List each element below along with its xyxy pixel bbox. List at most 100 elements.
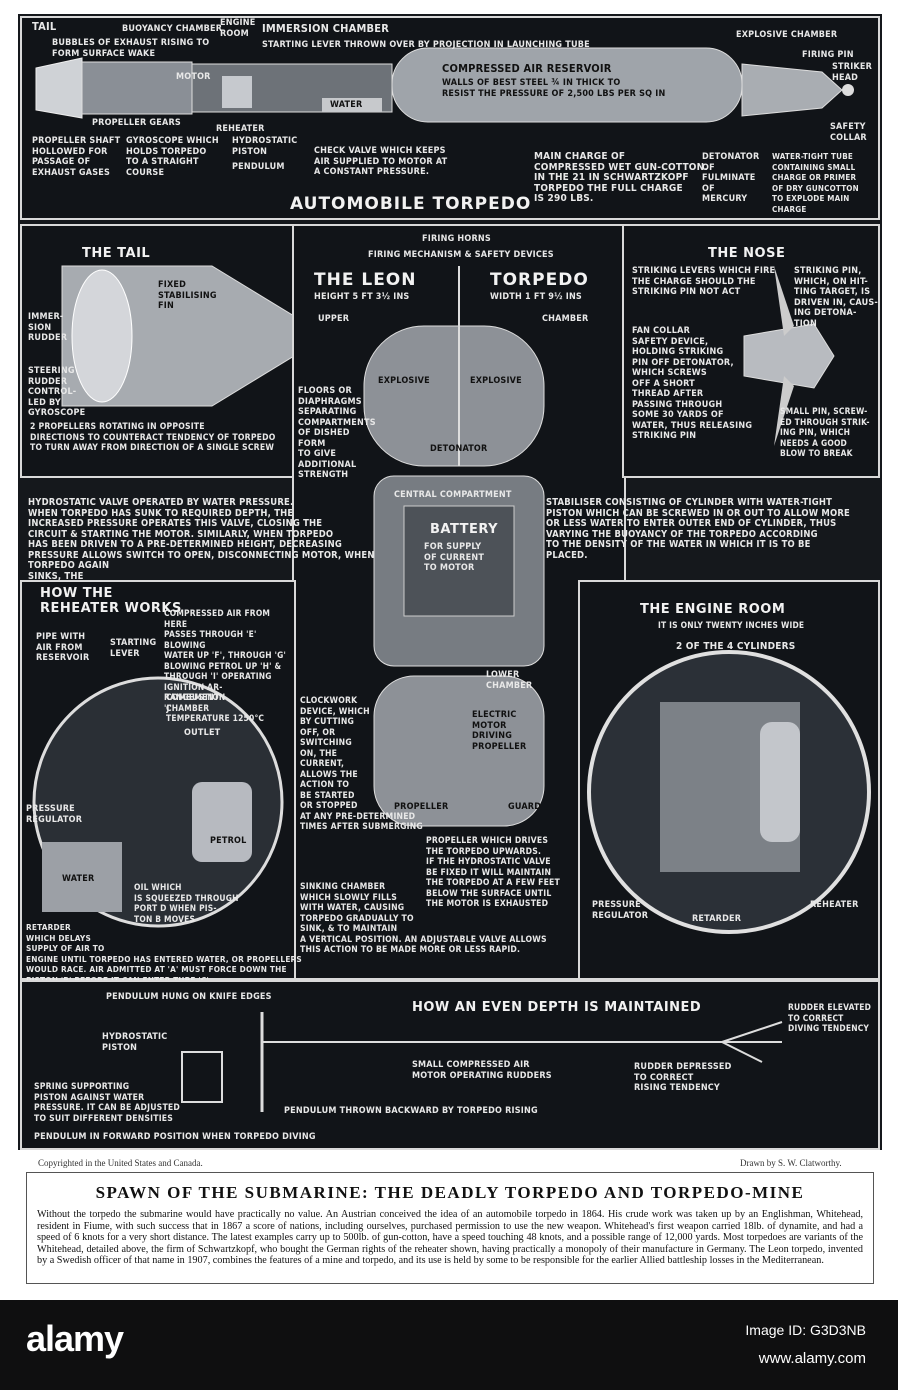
engine-room-title: THE ENGINE ROOM bbox=[640, 602, 786, 617]
engine-room-panel: THE ENGINE ROOM IT IS ONLY TWENTY INCHES… bbox=[578, 580, 880, 980]
compressed-air-label: COMPRESSED AIR FROM HERE PASSES THROUGH … bbox=[164, 608, 287, 713]
reheater-label: REHEATER bbox=[216, 124, 265, 134]
firing-pin-label: FIRING PIN bbox=[802, 50, 854, 60]
engine-room-subtitle: IT IS ONLY TWENTY INCHES WIDE bbox=[658, 620, 805, 630]
nose-panel: THE NOSE STRIKING LEVERS WHICH FIRE THE … bbox=[622, 224, 880, 478]
leon-torpedo-drawing bbox=[363, 266, 545, 827]
sinking-chamber-label: SINKING CHAMBER WHICH SLOWLY FILLS WITH … bbox=[300, 882, 547, 955]
caption-box: SPAWN OF THE SUBMARINE: THE DEADLY TORPE… bbox=[26, 1172, 874, 1284]
pressure-regulator-label-engine: PRESSURE REGULATOR bbox=[592, 900, 649, 921]
bubbles-label: BUBBLES OF EXHAUST RISING TO FORM SURFAC… bbox=[52, 38, 210, 59]
watertight-tube-label: WATER-TIGHT TUBE CONTAINING SMALL CHARGE… bbox=[772, 152, 859, 214]
small-motor-label: SMALL COMPRESSED AIR MOTOR OPERATING RUD… bbox=[412, 1060, 552, 1081]
leon-height: HEIGHT 5 FT 3½ INS bbox=[314, 292, 410, 302]
alamy-logo: alamy bbox=[26, 1318, 124, 1359]
leon-torpedo-panel: FIRING HORNS FIRING MECHANISM & SAFETY D… bbox=[292, 224, 626, 980]
pendulum-label: PENDULUM bbox=[232, 162, 285, 172]
petrol-label: PETROL bbox=[210, 836, 247, 846]
motor-label: MOTOR bbox=[176, 72, 211, 82]
spring-label: SPRING SUPPORTING PISTON AGAINST WATER P… bbox=[34, 1082, 181, 1124]
propeller-gears-label: PROPELLER GEARS bbox=[92, 118, 181, 128]
rudder-elevated-label: RUDDER ELEVATED TO CORRECT DIVING TENDEN… bbox=[788, 1002, 872, 1033]
image-id: Image ID: G3D3NB bbox=[745, 1322, 866, 1338]
illustration-plate: TAIL BUOYANCY CHAMBER ENGINE ROOM IMMERS… bbox=[18, 14, 882, 1150]
immersion-chamber-label: IMMERSION CHAMBER bbox=[262, 22, 390, 35]
tail-drawing bbox=[61, 265, 294, 407]
combustion-label: COMBUSTION CHAMBER TEMPERATURE 1250°C bbox=[166, 692, 265, 723]
copyright-note: Copyrighted in the United States and Can… bbox=[38, 1158, 203, 1168]
propeller-drives-label: PROPELLER WHICH DRIVES THE TORPEDO UPWAR… bbox=[426, 836, 561, 909]
safety-collar-label: SAFETY COLLAR bbox=[830, 122, 867, 143]
battery-label: BATTERY bbox=[430, 522, 499, 537]
hydrostatic-piston-label: HYDROSTATIC PISTON bbox=[102, 1032, 168, 1053]
central-compartment-label: CENTRAL COMPARTMENT bbox=[394, 490, 512, 500]
explosive-chamber-label: EXPLOSIVE CHAMBER bbox=[736, 30, 838, 40]
tail-label: TAIL bbox=[32, 20, 57, 33]
floors-label: FLOORS OR DIAPHRAGMS SEPARATING COMPARTM… bbox=[298, 386, 376, 480]
propeller-label: PROPELLER bbox=[394, 802, 449, 812]
alamy-url: www.alamy.com bbox=[758, 1350, 866, 1367]
explosive-right-label: EXPLOSIVE bbox=[470, 376, 522, 386]
reservoir-title: COMPRESSED AIR RESERVOIR bbox=[442, 62, 612, 75]
detonator-label: DETONATOR OF FULMINATE OF MERCURY bbox=[702, 152, 760, 204]
firing-mechanism-label: FIRING MECHANISM & SAFETY DEVICES bbox=[368, 250, 554, 260]
upper-label: UPPER bbox=[318, 314, 350, 324]
firing-horns-label: FIRING HORNS bbox=[422, 234, 491, 244]
reservoir-text: WALLS OF BEST STEEL ¾ IN THICK TO RESIST… bbox=[442, 78, 666, 99]
nose-drawing bbox=[743, 266, 835, 446]
retarder-label-engine: RETARDER bbox=[692, 914, 742, 924]
gyroscope-label: GYROSCOPE WHICH HOLDS TORPEDO TO A STRAI… bbox=[126, 136, 219, 178]
artist-credit: Drawn by S. W. Clatworthy. bbox=[740, 1158, 842, 1168]
leon-title-right: TORPEDO bbox=[490, 270, 589, 290]
engine-room-label: ENGINE ROOM bbox=[220, 18, 256, 39]
reheater-drawing bbox=[32, 676, 284, 928]
chamber-label: CHAMBER bbox=[542, 314, 589, 324]
oil-label: OIL WHICH IS SQUEEZED THROUGH PORT D WHE… bbox=[134, 882, 239, 924]
nose-title: THE NOSE bbox=[708, 246, 786, 261]
immersion-rudder-label: IMMER- SION RUDDER bbox=[28, 312, 68, 343]
striker-head-label: STRIKER HEAD bbox=[832, 62, 873, 83]
pendulum-forward-label: PENDULUM IN FORWARD POSITION WHEN TORPED… bbox=[34, 1132, 316, 1142]
guard-label: GUARD bbox=[508, 802, 542, 812]
propeller-shaft-label: PROPELLER SHAFT HOLLOWED FOR PASSAGE OF … bbox=[32, 136, 121, 178]
reheater-label-engine: REHEATER bbox=[810, 900, 859, 910]
small-pin-label: SMALL PIN, SCREW- ED THROUGH STRIK- ING … bbox=[780, 406, 870, 458]
cylinders-label: 2 OF THE 4 CYLINDERS bbox=[676, 641, 796, 652]
pendulum-hung-label: PENDULUM HUNG ON KNIFE EDGES bbox=[106, 992, 272, 1002]
water-label: WATER bbox=[330, 100, 363, 110]
depth-panel: PENDULUM HUNG ON KNIFE EDGES HOW AN EVEN… bbox=[20, 980, 880, 1150]
stabiliser-text: STABILISER CONSISTING OF CYLINDER WITH W… bbox=[546, 497, 851, 561]
steering-label: STEERING RUDDER CONTROL- LED BY GYROSCOP… bbox=[28, 366, 86, 418]
water-label-2: WATER bbox=[62, 874, 95, 884]
pressure-regulator-label: PRESSURE REGULATOR bbox=[26, 804, 83, 825]
tail-title: THE TAIL bbox=[82, 246, 151, 261]
lower-chamber-label: LOWER CHAMBER bbox=[486, 670, 533, 691]
main-charge-label: MAIN CHARGE OF COMPRESSED WET GUN-COTTON… bbox=[534, 151, 708, 204]
explosive-left-label: EXPLOSIVE bbox=[378, 376, 430, 386]
reheater-panel: HOW THE REHEATER WORKS PIPE WITH AIR FRO… bbox=[20, 580, 302, 985]
retarder-label: RETARDER WHICH DELAYS SUPPLY OF AIR TO E… bbox=[26, 922, 302, 985]
depth-mechanism-drawing bbox=[181, 1012, 783, 1112]
starting-lever-label-2: STARTING LEVER bbox=[110, 638, 157, 659]
watermark-footer bbox=[0, 1300, 898, 1390]
tail-panel: THE TAIL FIXED STABILISING FIN IMMER- SI… bbox=[20, 224, 296, 478]
starting-lever-label: STARTING LEVER THROWN OVER BY PROJECTION… bbox=[262, 40, 590, 50]
engine-room-drawing bbox=[587, 650, 871, 934]
fin-label: FIXED STABILISING FIN bbox=[158, 280, 217, 311]
caption-text: Without the torpedo the submarine would … bbox=[37, 1209, 863, 1267]
fan-collar-label: FAN COLLAR SAFETY DEVICE, HOLDING STRIKI… bbox=[632, 326, 753, 441]
hydrostatic-label: HYDROSTATIC PISTON bbox=[232, 136, 298, 157]
pipe-label: PIPE WITH AIR FROM RESERVOIR bbox=[36, 632, 90, 663]
pendulum-back-label: PENDULUM THROWN BACKWARD BY TORPEDO RISI… bbox=[284, 1106, 538, 1116]
leon-width: WIDTH 1 FT 9½ INS bbox=[490, 292, 582, 302]
detonator-label-leon: DETONATOR bbox=[430, 444, 488, 454]
striking-levers-label: STRIKING LEVERS WHICH FIRE THE CHARGE SH… bbox=[632, 266, 776, 297]
buoyancy-label: BUOYANCY CHAMBER bbox=[122, 24, 223, 34]
torpedo-side-drawing bbox=[35, 47, 854, 123]
check-valve-label: CHECK VALVE WHICH KEEPS AIR SUPPLIED TO … bbox=[314, 146, 448, 177]
leon-title-left: THE LEON bbox=[314, 270, 417, 290]
tail-caption: 2 PROPELLERS ROTATING IN OPPOSITE DIRECT… bbox=[30, 422, 276, 453]
caption-title: SPAWN OF THE SUBMARINE: THE DEADLY TORPE… bbox=[95, 1183, 805, 1202]
battery-sub-label: FOR SUPPLY OF CURRENT TO MOTOR bbox=[424, 542, 485, 573]
rudder-depressed-label: RUDDER DEPRESSED TO CORRECT RISING TENDE… bbox=[634, 1062, 732, 1093]
